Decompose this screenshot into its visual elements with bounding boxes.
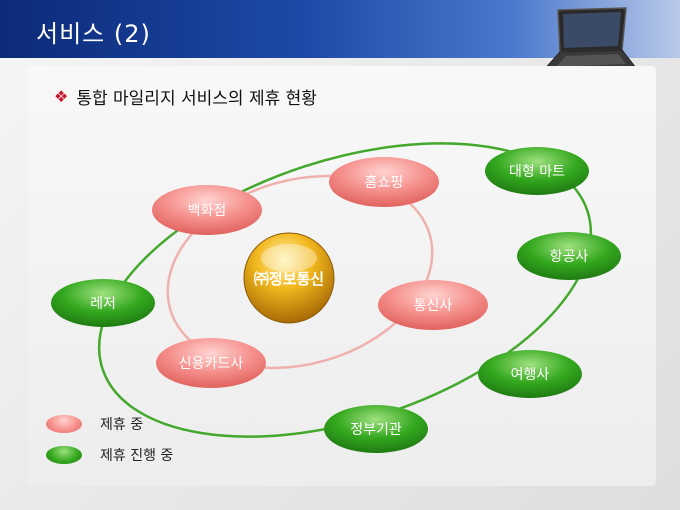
slide-subtitle: ❖ 통합 마일리지 서비스의 제휴 현황 <box>54 84 317 109</box>
outer-node-label: 정부기관 <box>350 422 402 438</box>
inner-node-label: 신용카드사 <box>179 356 244 372</box>
outer-node-label: 여행사 <box>511 367 550 383</box>
center-company-label: ㈜정보통신 <box>254 270 324 288</box>
legend-swatch-pink <box>46 415 82 433</box>
center-company-node: ㈜정보통신 <box>243 232 335 324</box>
inner-node-home-shopping: 홈쇼핑 <box>329 157 439 207</box>
outer-node-label: 레저 <box>90 296 116 312</box>
inner-node-label: 통신사 <box>414 298 453 314</box>
inner-node-telecom: 통신사 <box>378 280 488 330</box>
inner-partnership-ring <box>166 174 434 370</box>
legend-label: 제휴 중 <box>100 417 144 433</box>
inner-node-label: 홈쇼핑 <box>365 175 404 191</box>
outer-node-leisure: 레저 <box>51 279 155 327</box>
outer-node-travel-agency: 여행사 <box>478 350 582 398</box>
inner-node-department-store: 백화점 <box>152 185 262 235</box>
slide-title: 서비스 (2) <box>36 20 151 48</box>
legend-label: 제휴 진행 중 <box>100 448 174 464</box>
outer-node-label: 항공사 <box>550 249 589 265</box>
outer-node-government: 정부기관 <box>324 405 428 453</box>
legend-item-active: 제휴 중 <box>46 414 143 434</box>
outer-node-airline: 항공사 <box>517 232 621 280</box>
subtitle-text: 통합 마일리지 서비스의 제휴 현황 <box>76 89 317 109</box>
diamond-bullet-icon: ❖ <box>54 87 69 106</box>
inner-node-label: 백화점 <box>188 203 227 219</box>
legend-swatch-green <box>46 446 82 464</box>
outer-node-label: 대형 마트 <box>509 164 565 180</box>
legend-item-in-progress: 제휴 진행 중 <box>46 445 173 465</box>
inner-node-credit-card: 신용카드사 <box>156 338 266 388</box>
outer-node-hypermarket: 대형 마트 <box>485 147 589 195</box>
